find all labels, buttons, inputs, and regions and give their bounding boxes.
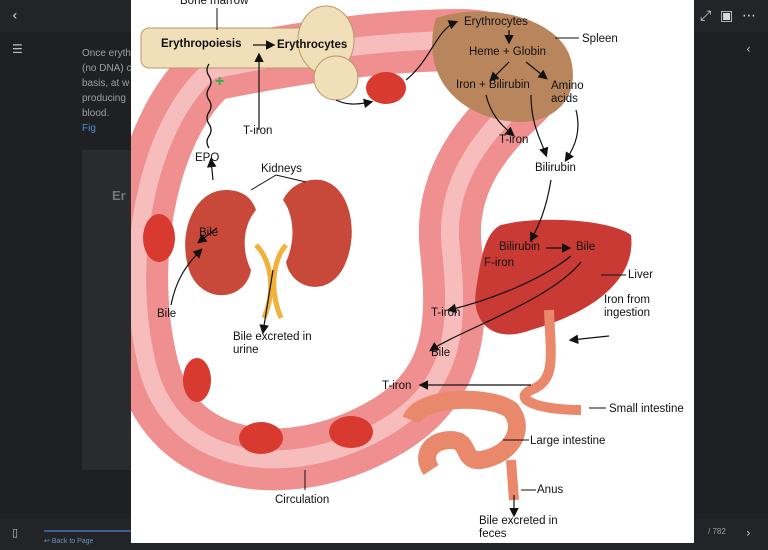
- label-bile-left: Bile: [157, 308, 177, 320]
- label-iron-from-ingestion: Iron from ingestion: [604, 294, 651, 319]
- label-iron-bilirubin: Iron + Bilirubin: [456, 79, 530, 91]
- red-blood-cells: [143, 72, 406, 454]
- label-bile-liver: Bile: [576, 241, 596, 253]
- menu-icon[interactable]: ☰: [12, 42, 23, 56]
- label-circulation: Circulation: [275, 494, 330, 506]
- rbc: [143, 214, 175, 262]
- figure-link[interactable]: Fig: [82, 123, 96, 134]
- label-erythrocytes-marrow: Erythrocytes: [277, 39, 348, 51]
- label-bone-marrow: Bone marrow: [180, 0, 249, 7]
- chevron-left-icon[interactable]: ‹: [746, 42, 751, 56]
- rbc: [183, 358, 211, 402]
- fullscreen-icon[interactable]: ⤢: [700, 8, 712, 24]
- label-liver: Liver: [628, 269, 653, 281]
- background-paragraph: Once eryth (no DNA) c basis, at w produc…: [82, 48, 132, 119]
- label-amino-acids: Amino acids: [551, 80, 584, 105]
- rbc: [239, 422, 283, 454]
- diagram-artwork: [131, 5, 632, 518]
- rbc: [329, 416, 373, 448]
- label-erythrocytes-spleen: Erythrocytes: [464, 16, 528, 28]
- label-bilirubin-liver: Bilirubin: [499, 241, 540, 253]
- label-t-iron-spleen: T-iron: [499, 134, 529, 146]
- label-bile-excreted-urine: Bile excreted in urine: [233, 331, 312, 356]
- label-t-iron-liver: T-iron: [431, 307, 461, 319]
- page-icon[interactable]: ▯: [12, 526, 19, 539]
- leader-lines: [216, 8, 626, 491]
- spleen-shape: [432, 11, 573, 122]
- label-erythropoiesis: Erythropoiesis: [161, 38, 242, 50]
- label-bilirubin: Bilirubin: [535, 162, 576, 174]
- liver-shape: [475, 219, 632, 335]
- background-figure: Er: [82, 150, 136, 470]
- back-to-page-link[interactable]: ↩ Back to Page: [44, 538, 94, 545]
- back-arrow-icon[interactable]: ‹: [12, 8, 18, 24]
- label-t-iron-intestine: T-iron: [382, 380, 412, 392]
- intestine-shape: [402, 309, 582, 501]
- background-page-text: Once eryth (no DNA) c basis, at w produc…: [82, 46, 142, 136]
- reading-progress-bar[interactable]: [44, 530, 132, 532]
- page-indicator: / 782: [708, 527, 726, 536]
- label-large-intestine: Large intestine: [530, 435, 606, 447]
- bookmark-icon[interactable]: ▣: [720, 8, 734, 24]
- flow-arrows: [170, 20, 610, 518]
- label-f-iron: F-iron: [484, 257, 515, 269]
- label-bile-lower: Bile: [431, 347, 451, 359]
- kidneys-shape: [185, 179, 352, 319]
- epo-signal: [206, 63, 212, 149]
- label-bile-excreted-feces: Bile excreted in feces: [479, 515, 558, 540]
- more-icon[interactable]: ⋯: [742, 8, 756, 24]
- rbc: [366, 72, 406, 104]
- label-heme-globin: Heme + Globin: [469, 46, 547, 58]
- label-kidneys: Kidneys: [261, 163, 302, 175]
- label-small-intestine: Small intestine: [609, 403, 684, 415]
- label-bile-kidney: Bile: [199, 227, 219, 239]
- label-t-iron-marrow: T-iron: [243, 125, 273, 137]
- label-spleen: Spleen: [582, 33, 618, 45]
- chevron-right-icon[interactable]: ›: [746, 526, 751, 540]
- label-epo: EPO: [195, 152, 220, 164]
- iron-bile-cycle-diagram: Bone marrow Erythropoiesis Erythrocytes …: [131, 0, 694, 543]
- label-plus: +: [215, 73, 225, 90]
- label-anus: Anus: [537, 484, 564, 496]
- background-figure-label: Er: [112, 188, 126, 203]
- back-to-page-label: Back to Page: [51, 538, 94, 545]
